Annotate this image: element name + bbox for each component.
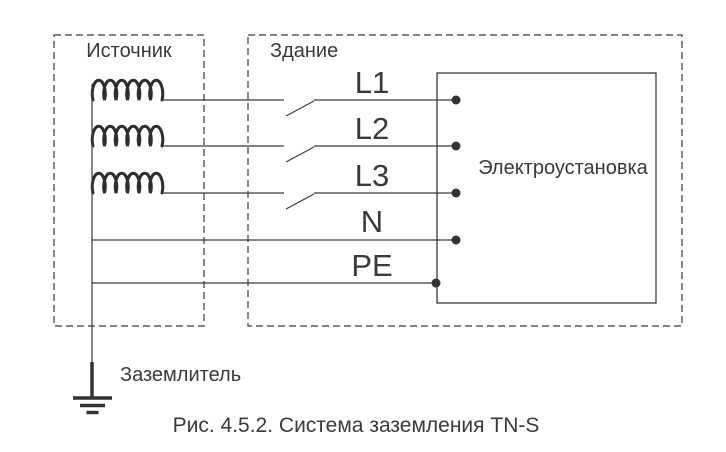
pe-connection-dot xyxy=(431,278,441,288)
winding-coil-l1 xyxy=(90,78,165,102)
conductor-l3: L3 xyxy=(162,158,461,210)
l2-switch-blade xyxy=(285,146,315,163)
l3-connection-dot xyxy=(451,188,461,198)
n-label: N xyxy=(361,204,383,239)
conductor-pe: PE xyxy=(92,248,441,288)
l3-switch-blade xyxy=(285,193,315,210)
l1-switch-blade xyxy=(285,100,315,117)
conductor-n: N xyxy=(92,204,461,245)
building-box xyxy=(247,34,683,327)
installation-box xyxy=(436,72,657,304)
earth-electrode-label: Заземлитель xyxy=(120,364,241,386)
winding-coil-l3 xyxy=(90,171,165,195)
l1-label: L1 xyxy=(355,65,389,100)
l2-label: L2 xyxy=(355,111,389,146)
source-block: Источник xyxy=(53,34,205,363)
winding-coil-l2 xyxy=(90,124,165,148)
l3-label: L3 xyxy=(355,158,389,193)
installation-box-label: Электроустановка xyxy=(478,157,648,179)
building-block: Здание Электроустановка xyxy=(247,34,683,327)
pe-label: PE xyxy=(351,248,392,283)
figure-caption: Рис. 4.5.2. Система заземления TN-S xyxy=(173,414,540,437)
l2-connection-dot xyxy=(451,141,461,151)
n-connection-dot xyxy=(451,235,461,245)
conductor-l1: L1 xyxy=(162,65,461,117)
l1-connection-dot xyxy=(451,95,461,105)
building-box-label: Здание xyxy=(270,40,338,62)
source-box-label: Источник xyxy=(86,40,172,62)
earth-electrode: Заземлитель xyxy=(73,362,241,415)
conductor-l2: L2 xyxy=(162,111,461,163)
